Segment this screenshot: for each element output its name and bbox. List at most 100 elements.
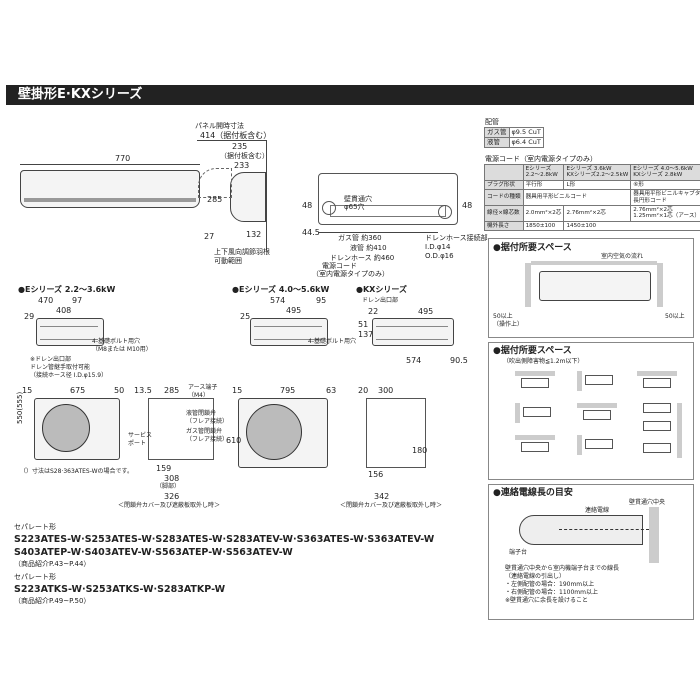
service-port: サービス bbox=[128, 432, 153, 439]
cord-table: Eシリーズ 2.2〜2.8kW Eシリーズ 3.6kW KXシリーズ2.2〜2.… bbox=[484, 164, 700, 232]
space-unit bbox=[643, 421, 671, 431]
space-wall bbox=[577, 403, 617, 408]
space-50-left: 50以上 bbox=[493, 313, 513, 320]
e1-title: ●Eシリーズ 2.2〜3.6kW bbox=[18, 285, 116, 294]
gas-pipe-length: ガス管 約360 bbox=[338, 234, 382, 242]
table-cell: 1850±100 bbox=[522, 220, 565, 232]
table-cell bbox=[484, 164, 524, 181]
e1-29: 29 bbox=[24, 312, 35, 321]
dim-285: 285 bbox=[207, 195, 223, 204]
drain-od: O.D.φ16 bbox=[425, 252, 454, 260]
e1-470: 470 bbox=[38, 296, 54, 305]
table-cell: Eシリーズ 3.6kW KXシリーズ2.2〜2.5kW bbox=[563, 164, 632, 181]
table-cell: ガス管 bbox=[484, 127, 510, 138]
table-cell: 線径×線芯数 bbox=[484, 205, 524, 222]
dim-233: 233 bbox=[234, 161, 250, 170]
space-unit bbox=[583, 410, 611, 420]
gas-valve2: （フレア接続） bbox=[186, 436, 229, 443]
kx-495: 495 bbox=[418, 307, 434, 316]
e1-bolt2: （M8または M10用） bbox=[92, 346, 152, 353]
space-unit bbox=[521, 442, 549, 452]
dim-300: 300 bbox=[378, 386, 394, 395]
table-row: プラグ形状 平行形 L形 ⑥形 bbox=[484, 179, 700, 191]
space-unit bbox=[643, 378, 671, 388]
leg-label: （脚部） bbox=[156, 483, 181, 490]
table-cell: コードの種類 bbox=[484, 189, 524, 207]
drain-pipe-length: ドレンホース 約460 bbox=[330, 254, 395, 262]
cap-note-1: ＜閉鎖弁カバー及び遮蔽板取外し時＞ bbox=[118, 502, 221, 509]
model-line-3: S223ATKS-W·S253ATKS-W·S283ATKP-W bbox=[14, 584, 226, 595]
page-title: 壁掛形E·KXシリーズ bbox=[6, 85, 694, 105]
install-space-title: ●据付所要スペース bbox=[493, 243, 572, 253]
fan-grille bbox=[42, 404, 90, 452]
wiring-panel: ●連絡電線長の目安 連絡電線 壁貫通穴中央 端子台 壁貫通穴中央から室内機端子台… bbox=[488, 484, 694, 620]
space-wall bbox=[637, 371, 677, 376]
outdoor-space-title: ●据付所要スペース bbox=[493, 346, 572, 356]
liquid-valve: 液管閉鎖弁 bbox=[186, 410, 217, 417]
wiring-note-1: 壁貫通穴中央から室内機端子台までの線長 bbox=[505, 565, 620, 572]
kx-22: 22 bbox=[368, 307, 379, 316]
table-cell: 2.0mm²×2芯 bbox=[522, 205, 565, 222]
gas-valve: ガス管閉鎖弁 bbox=[186, 428, 223, 435]
e2-top-unit bbox=[250, 318, 328, 346]
wiring-note-3: ・左側配管の場合：190mm以上 bbox=[505, 581, 595, 588]
kx-top-unit bbox=[372, 318, 454, 346]
dim-156: 156 bbox=[368, 470, 384, 479]
install-space-panel: ●据付所要スペース 室内空気の流れ 50以上 （操作上） 50以上 bbox=[488, 238, 694, 338]
power-cord-note: （室内電源タイプのみ） bbox=[312, 270, 389, 278]
dim-20: 20 bbox=[358, 386, 369, 395]
space-wall bbox=[577, 435, 582, 455]
dim-675: 675 bbox=[70, 386, 86, 395]
kx-137: 137 bbox=[358, 330, 374, 339]
space-unit bbox=[643, 403, 671, 413]
table-cell: 器具用平形ビニルコード bbox=[522, 189, 632, 207]
dim-line-414 bbox=[197, 140, 267, 141]
drain-out3: （接続ホース径 I.D.φ15.9） bbox=[30, 372, 108, 379]
dim-159: 159 bbox=[156, 464, 172, 473]
e2-95: 95 bbox=[316, 296, 327, 305]
table-cell: 機外長さ bbox=[484, 220, 524, 232]
table-cell: ⑥形 bbox=[630, 179, 700, 191]
e1-97: 97 bbox=[72, 296, 83, 305]
table-row: 液管 φ6.4 CuT bbox=[484, 137, 544, 148]
table-cell: 2.76mm²×2芯 1.25mm²×1芯（アース） bbox=[630, 205, 700, 222]
drain-out2: ドレン管継手取付可能 bbox=[30, 364, 91, 371]
wiring-title: ●連絡電線長の目安 bbox=[493, 488, 573, 498]
wall-hole-right bbox=[438, 205, 452, 219]
e1-408: 408 bbox=[56, 306, 72, 315]
wiring-note-2: （連絡電線の引出し） bbox=[505, 573, 566, 580]
table-cell: φ6.4 CuT bbox=[508, 137, 544, 148]
wall-hole-dia: φ65穴 bbox=[344, 203, 365, 211]
space-unit bbox=[643, 443, 671, 453]
space-wall bbox=[577, 371, 582, 391]
space-wall bbox=[515, 371, 555, 376]
model-line-1: S223ATES-W·S253ATES-W·S283ATES-W·S283ATE… bbox=[14, 534, 435, 545]
drain-out: ※ドレン出口部 bbox=[30, 356, 72, 363]
space-unit bbox=[523, 407, 551, 417]
earth-terminal: アース端子 bbox=[188, 384, 218, 391]
e2-25: 25 bbox=[240, 312, 251, 321]
table-cell: 2.76mm²×2芯 bbox=[563, 205, 632, 222]
space-wall bbox=[515, 403, 520, 423]
panel-open-outline bbox=[198, 168, 232, 198]
table-row: ガス管 φ9.5 CuT bbox=[484, 127, 544, 138]
space-unit bbox=[585, 439, 613, 449]
table-cell: L形 bbox=[563, 179, 632, 191]
drain-conn: ドレンホース接続部 bbox=[425, 234, 488, 242]
table-cell: Eシリーズ 2.2〜2.8kW bbox=[522, 164, 565, 181]
space-50-left-note: （操作上） bbox=[493, 321, 524, 328]
kx-title: ●KXシリーズ bbox=[356, 285, 407, 294]
wall-hole-left bbox=[322, 201, 336, 215]
model-line-2: S403ATEP-W·S403ATEV-W·S563ATEP-W·S563ATE… bbox=[14, 547, 293, 558]
space-wall bbox=[677, 403, 682, 458]
right-wall bbox=[657, 263, 663, 307]
table-row: Eシリーズ 2.2〜2.8kW Eシリーズ 3.6kW KXシリーズ2.2〜2.… bbox=[484, 164, 700, 181]
flap-note-2: 可動範囲 bbox=[214, 257, 242, 265]
fan-grille bbox=[246, 404, 302, 460]
liquid-pipe-length: 液管 約410 bbox=[350, 244, 387, 252]
dim-326: 326 bbox=[164, 492, 180, 501]
space-wall bbox=[515, 435, 555, 440]
wall-line bbox=[266, 140, 267, 250]
wiring-note-4: ・右側配管の場合：1100mm以上 bbox=[505, 589, 598, 596]
ceiling bbox=[531, 261, 657, 265]
